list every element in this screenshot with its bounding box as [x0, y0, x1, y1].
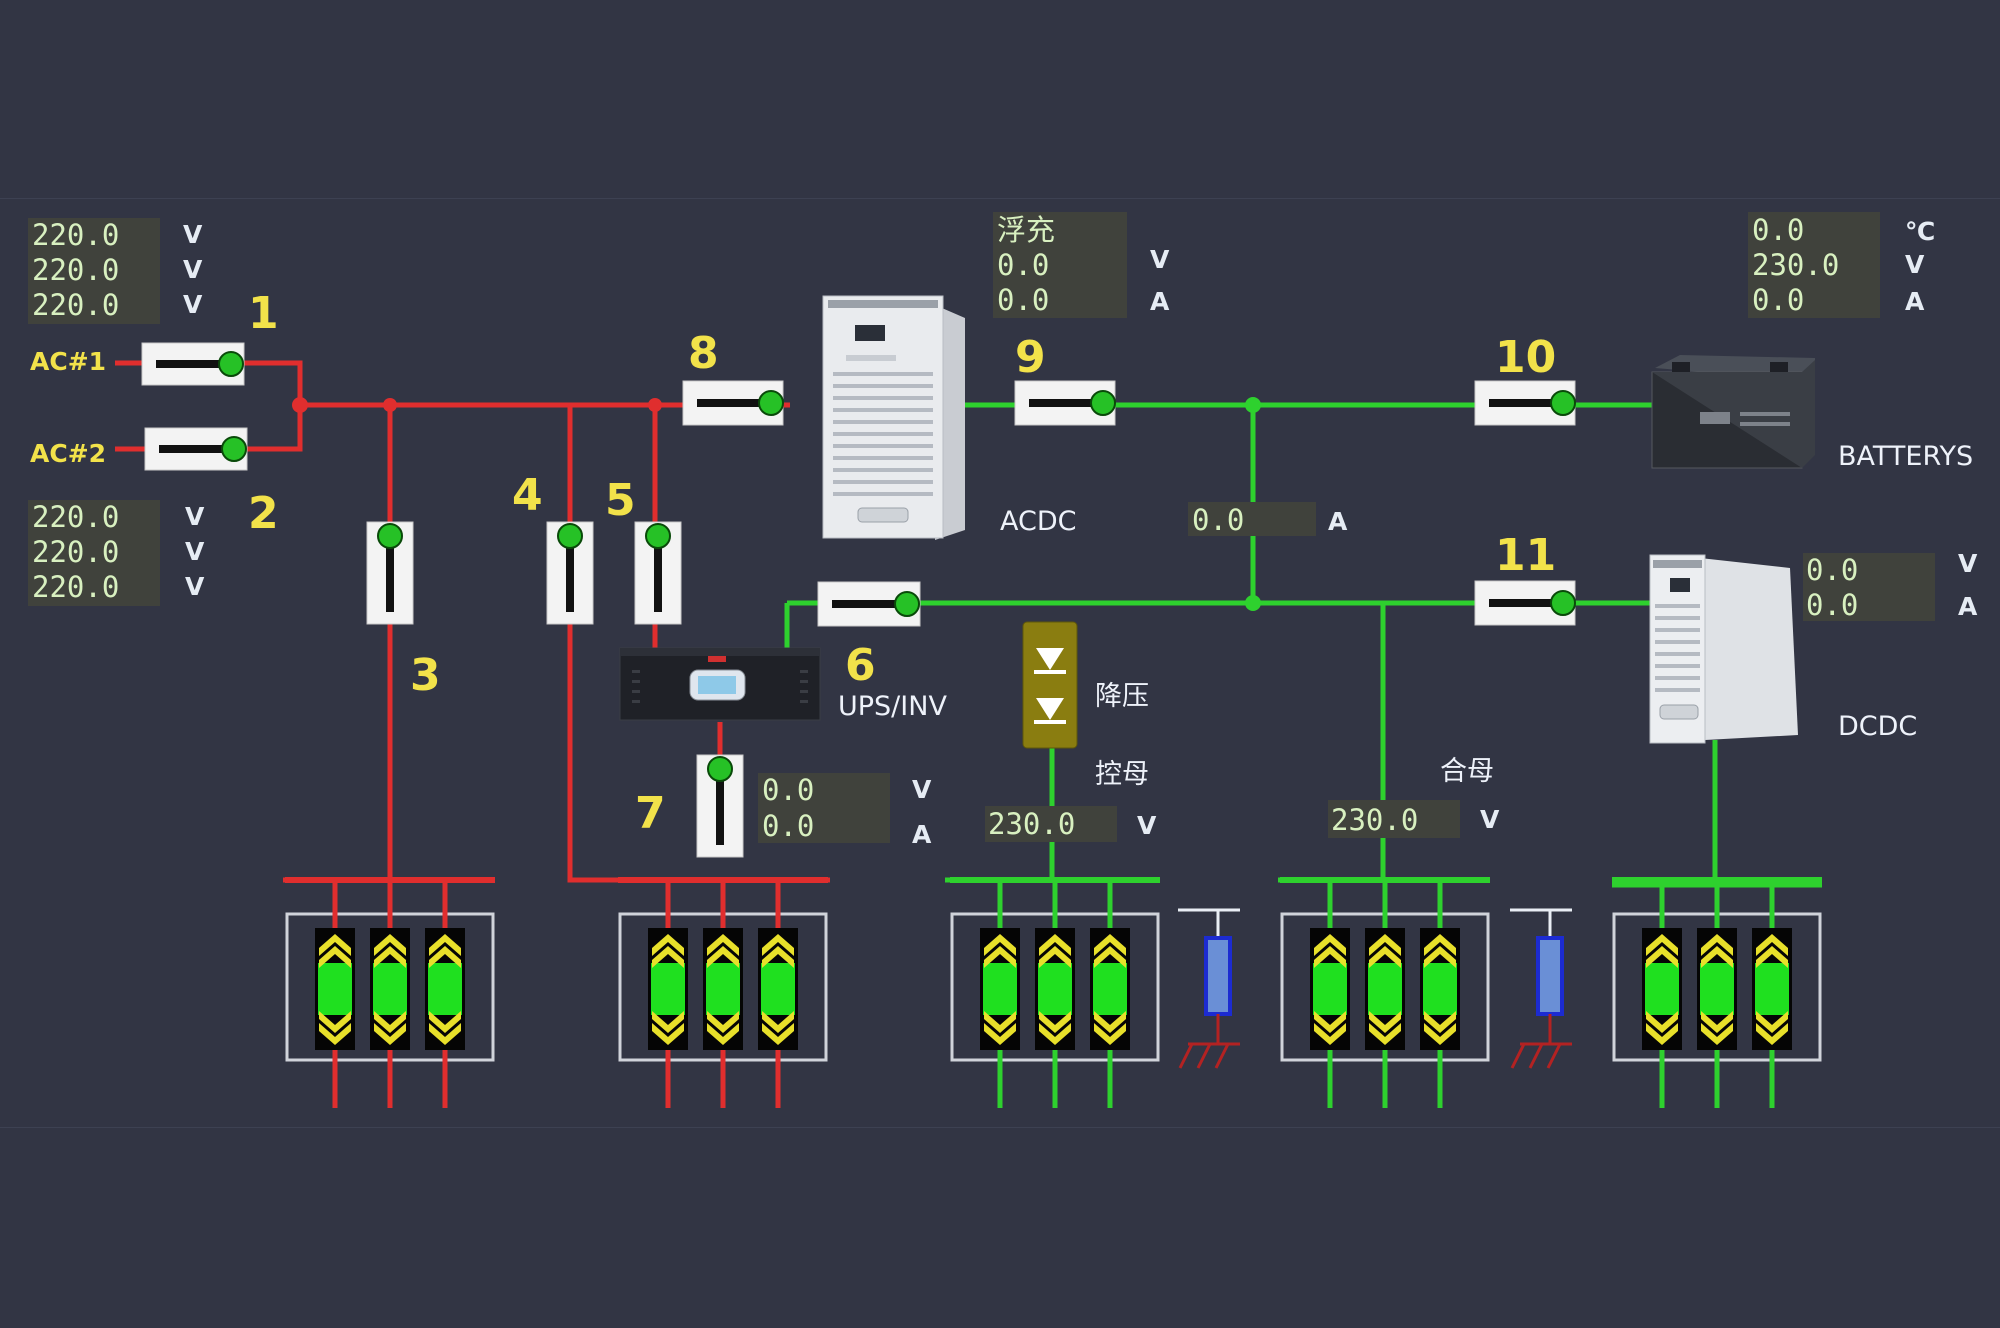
switch-3[interactable]: [366, 521, 414, 625]
svg-text:0.0: 0.0: [762, 773, 814, 807]
step-down-label: 降压: [1095, 681, 1149, 712]
feeder-panels: [285, 877, 1822, 1108]
switch-11[interactable]: [1474, 580, 1576, 626]
closing-bus-label: 合母: [1440, 756, 1494, 787]
dcdc-readout: 0.0 0.0 V A: [1803, 549, 1978, 622]
control-bus-readout: 230.0 V: [985, 806, 1157, 842]
acdc-rectifier[interactable]: [822, 295, 965, 540]
svg-text:A: A: [1958, 592, 1978, 621]
switch-7[interactable]: [696, 754, 744, 858]
feeder-ac-2[interactable]: [618, 877, 828, 1108]
svg-text:0.0: 0.0: [997, 283, 1049, 317]
svg-text:V: V: [185, 537, 205, 566]
switch-1[interactable]: [141, 342, 245, 386]
svg-text:A: A: [912, 820, 932, 849]
switch-4-number: 4: [512, 470, 543, 521]
ac2-label: AC#2: [30, 439, 106, 468]
svg-text:A: A: [1328, 507, 1348, 536]
switch-10[interactable]: [1474, 380, 1576, 426]
svg-text:V: V: [183, 220, 203, 249]
svg-text:0.0: 0.0: [997, 248, 1049, 282]
feeder-control-bus[interactable]: [950, 877, 1160, 1108]
top-divider: [0, 198, 2000, 199]
battery-bank[interactable]: [1651, 355, 1815, 469]
switch-3-number: 3: [410, 650, 441, 701]
svg-text:220.0: 220.0: [32, 570, 119, 604]
ac-junction-dots: [292, 397, 662, 413]
svg-text:0.0: 0.0: [1806, 588, 1858, 622]
switch-2[interactable]: [144, 427, 248, 471]
svg-text:V: V: [912, 775, 932, 804]
control-bus-label: 控母: [1095, 759, 1149, 790]
svg-text:V: V: [1137, 811, 1157, 840]
ac2-readout: 220.0 220.0 220.0 V V V: [28, 500, 205, 606]
switch-9[interactable]: [1014, 380, 1116, 426]
switch-5-number: 5: [605, 475, 636, 526]
dcdc-converter[interactable]: [1649, 554, 1798, 744]
switch-11-number: 11: [1495, 530, 1556, 581]
svg-text:230.0: 230.0: [1331, 803, 1418, 837]
switch-4[interactable]: [546, 521, 594, 625]
ups-label: UPS/INV: [838, 691, 947, 722]
svg-text:0.0: 0.0: [1752, 283, 1804, 317]
insulation-monitor-2[interactable]: [1510, 908, 1572, 1069]
svg-text:220.0: 220.0: [32, 253, 119, 287]
ac1-label: AC#1: [30, 347, 106, 376]
svg-text:V: V: [183, 290, 203, 319]
svg-text:0.0: 0.0: [1806, 553, 1858, 587]
svg-text:220.0: 220.0: [32, 288, 119, 322]
svg-text:℃: ℃: [1905, 217, 1935, 246]
feeder-dcdc[interactable]: [1612, 877, 1822, 1108]
battery-label: BATTERYS: [1838, 441, 1973, 472]
svg-text:0.0: 0.0: [1752, 213, 1804, 247]
svg-text:V: V: [1905, 250, 1925, 279]
svg-text:0.0: 0.0: [762, 809, 814, 843]
switch-9-number: 9: [1015, 332, 1046, 383]
dcdc-label: DCDC: [1838, 711, 1917, 742]
svg-text:V: V: [183, 255, 203, 284]
switch-8[interactable]: [682, 380, 784, 426]
switch-10-number: 10: [1495, 332, 1556, 383]
switch-2-number: 2: [248, 488, 279, 539]
insulation-monitor-1[interactable]: [1178, 908, 1240, 1069]
svg-text:浮充: 浮充: [997, 213, 1055, 247]
switch-5[interactable]: [634, 521, 682, 625]
acdc-readout: 浮充 0.0 0.0 V A: [993, 212, 1170, 318]
battery-readout: 0.0 230.0 0.0 ℃ V A: [1748, 212, 1935, 318]
svg-text:0.0: 0.0: [1192, 503, 1244, 537]
dc-junction-dots: [1245, 397, 1261, 611]
switch-6-number: 6: [845, 640, 876, 691]
svg-text:V: V: [185, 502, 205, 531]
svg-text:220.0: 220.0: [32, 218, 119, 252]
svg-text:V: V: [1480, 805, 1500, 834]
svg-text:V: V: [185, 572, 205, 601]
bus-current-readout: 0.0 A: [1188, 502, 1348, 537]
svg-text:V: V: [1958, 549, 1978, 578]
ups-readout: 0.0 0.0 V A: [758, 773, 932, 849]
svg-text:230.0: 230.0: [988, 807, 1075, 841]
acdc-label: ACDC: [1000, 506, 1077, 537]
ac1-readout: 220.0 220.0 220.0 V V V: [28, 218, 203, 324]
feeder-closing-bus[interactable]: [1280, 877, 1490, 1108]
svg-text:A: A: [1150, 287, 1170, 316]
svg-text:220.0: 220.0: [32, 500, 119, 534]
closing-bus-readout: 230.0 V: [1328, 800, 1500, 838]
svg-text:A: A: [1905, 287, 1925, 316]
switch-8-number: 8: [688, 328, 719, 379]
svg-text:230.0: 230.0: [1752, 248, 1839, 282]
switch-6[interactable]: [817, 581, 921, 627]
switch-7-number: 7: [635, 788, 666, 839]
feeder-ac-1[interactable]: [285, 877, 495, 1108]
bottom-divider: [0, 1127, 2000, 1128]
switch-1-number: 1: [248, 288, 279, 339]
svg-text:220.0: 220.0: [32, 535, 119, 569]
step-down-diode[interactable]: [1022, 621, 1078, 749]
svg-text:V: V: [1150, 245, 1170, 274]
ups-inverter[interactable]: [619, 647, 821, 721]
